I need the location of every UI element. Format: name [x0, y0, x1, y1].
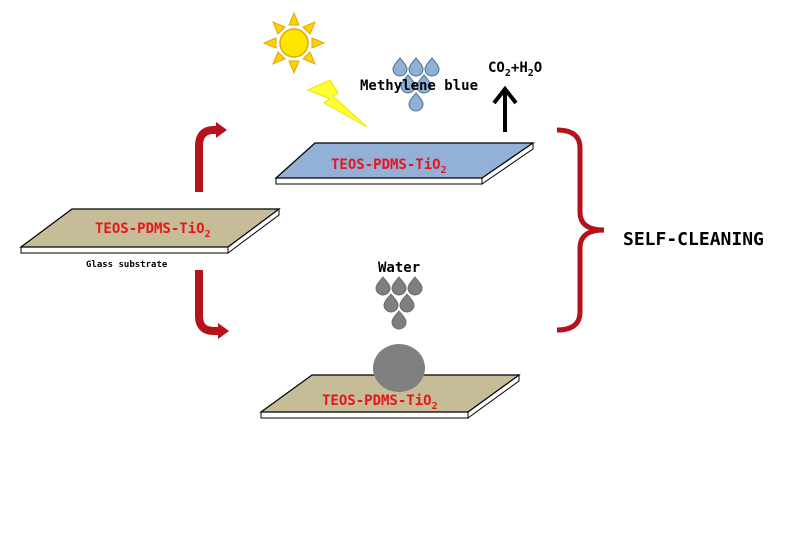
left-plate-label: TEOS-PDMS-TiO2	[95, 221, 211, 240]
methylene-blue-drop-icon	[424, 57, 440, 77]
bottom-plate	[259, 374, 521, 419]
sun-icon	[262, 11, 326, 75]
methylene-blue-drop-icon	[400, 74, 416, 94]
water-drop-icon	[399, 293, 415, 313]
bottom-plate-label: TEOS-PDMS-TiO2	[322, 393, 438, 412]
water-drops	[375, 276, 423, 330]
water-drop-icon	[383, 293, 399, 313]
up-arrow-icon	[492, 85, 518, 132]
top-plate-label: TEOS-PDMS-TiO2	[331, 157, 447, 176]
top-plate: TEOS-PDMS-TiO2	[274, 142, 535, 185]
lightning-icon	[306, 79, 368, 128]
co2-h2o-label: CO2+H2O	[488, 60, 542, 79]
methylene-blue-drop-icon	[392, 57, 408, 77]
water-drop-icon	[407, 276, 423, 296]
water-drop-icon	[375, 276, 391, 296]
glass-substrate-label: Glass substrate	[86, 260, 168, 270]
water-label: Water	[378, 260, 420, 276]
water-drop-icon	[391, 276, 407, 296]
methylene-blue-drops	[392, 57, 440, 112]
red-arrow-up	[195, 122, 227, 192]
methylene-blue-drop-icon	[416, 74, 432, 94]
water-droplet-on-surface	[373, 344, 425, 392]
self-cleaning-label: SELF-CLEANING	[623, 229, 764, 250]
water-drop-icon	[391, 310, 407, 330]
left-plate: TEOS-PDMS-TiO2	[19, 208, 281, 254]
curly-brace-icon	[556, 127, 605, 333]
red-arrow-down	[195, 270, 229, 339]
methylene-blue-label: Methylene blue	[360, 78, 478, 94]
methylene-blue-drop-icon	[408, 57, 424, 77]
methylene-blue-drop-icon	[408, 92, 424, 112]
